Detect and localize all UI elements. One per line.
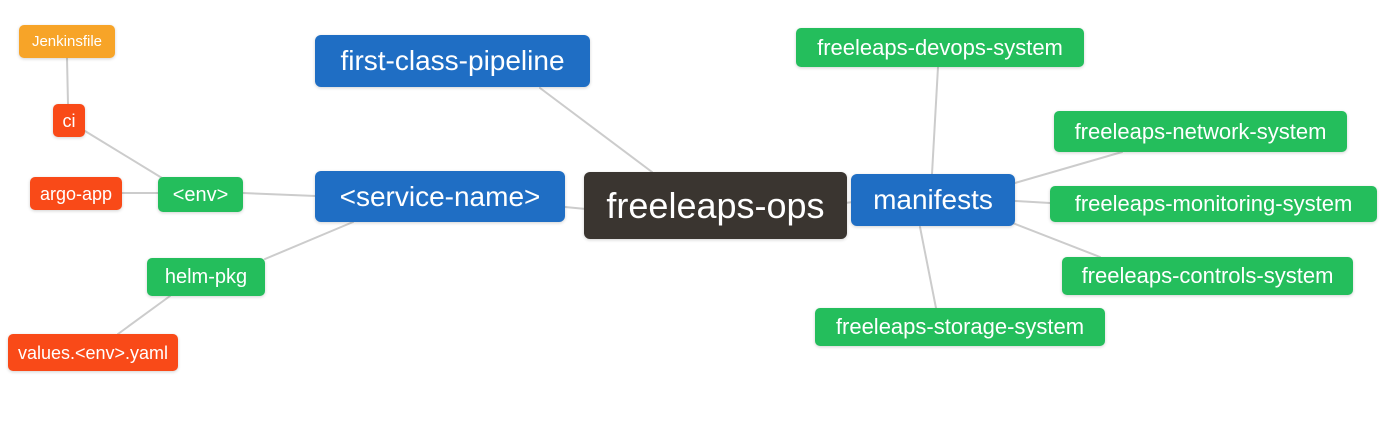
node-service-name[interactable]: <service-name> [315, 171, 565, 222]
node-freeleaps-storage-system[interactable]: freeleaps-storage-system [815, 308, 1105, 346]
node-label: argo-app [39, 183, 113, 204]
edge-manifests--freeleaps-monitoring-system [1014, 200, 1051, 204]
edge-manifests--freeleaps-devops-system [931, 66, 939, 175]
node-label: freeleaps-storage-system [835, 314, 1085, 339]
node-freeleaps-controls-system[interactable]: freeleaps-controls-system [1062, 257, 1353, 295]
edge-jenkinsfile--ci [66, 57, 69, 105]
node-label: Jenkinsfile [31, 33, 103, 50]
edge-service-name--helm-pkg [264, 221, 354, 260]
node-env[interactable]: <env> [158, 177, 243, 212]
edge-service-name--freeleaps-ops [564, 206, 587, 210]
node-freeleaps-devops-system[interactable]: freeleaps-devops-system [796, 28, 1084, 67]
edge-helm-pkg--values-env-yaml [117, 295, 171, 335]
edge-manifests--freeleaps-controls-system [1009, 221, 1101, 258]
node-freeleaps-ops[interactable]: freeleaps-ops [584, 172, 847, 239]
edge-manifests--freeleaps-storage-system [919, 226, 937, 309]
node-label: freeleaps-monitoring-system [1074, 191, 1353, 216]
edge-first-class-pipeline--freeleaps-ops [539, 87, 653, 173]
node-label: freeleaps-devops-system [817, 34, 1063, 60]
node-values-env-yaml[interactable]: values.<env>.yaml [8, 334, 178, 371]
node-label: freeleaps-network-system [1074, 118, 1327, 144]
node-jenkinsfile[interactable]: Jenkinsfile [19, 25, 115, 58]
edge-env--service-name [242, 192, 317, 197]
node-freeleaps-network-system[interactable]: freeleaps-network-system [1054, 111, 1347, 152]
node-argo-app[interactable]: argo-app [30, 177, 122, 210]
node-label: freeleaps-controls-system [1081, 263, 1334, 288]
node-label: <env> [172, 183, 229, 206]
node-helm-pkg[interactable]: helm-pkg [147, 258, 265, 296]
node-label: manifests [873, 184, 993, 215]
node-first-class-pipeline[interactable]: first-class-pipeline [315, 35, 590, 87]
node-label: helm-pkg [164, 266, 248, 288]
node-manifests[interactable]: manifests [851, 174, 1015, 226]
node-label: freeleaps-ops [606, 184, 825, 226]
edge-ci--env [84, 130, 163, 179]
node-freeleaps-monitoring-system[interactable]: freeleaps-monitoring-system [1050, 186, 1377, 222]
node-label: <service-name> [339, 180, 541, 212]
node-label: ci [62, 110, 76, 131]
node-label: first-class-pipeline [340, 45, 565, 76]
edge-manifests--freeleaps-network-system [1014, 151, 1123, 184]
node-ci[interactable]: ci [53, 104, 85, 137]
node-label: values.<env>.yaml [17, 342, 169, 363]
